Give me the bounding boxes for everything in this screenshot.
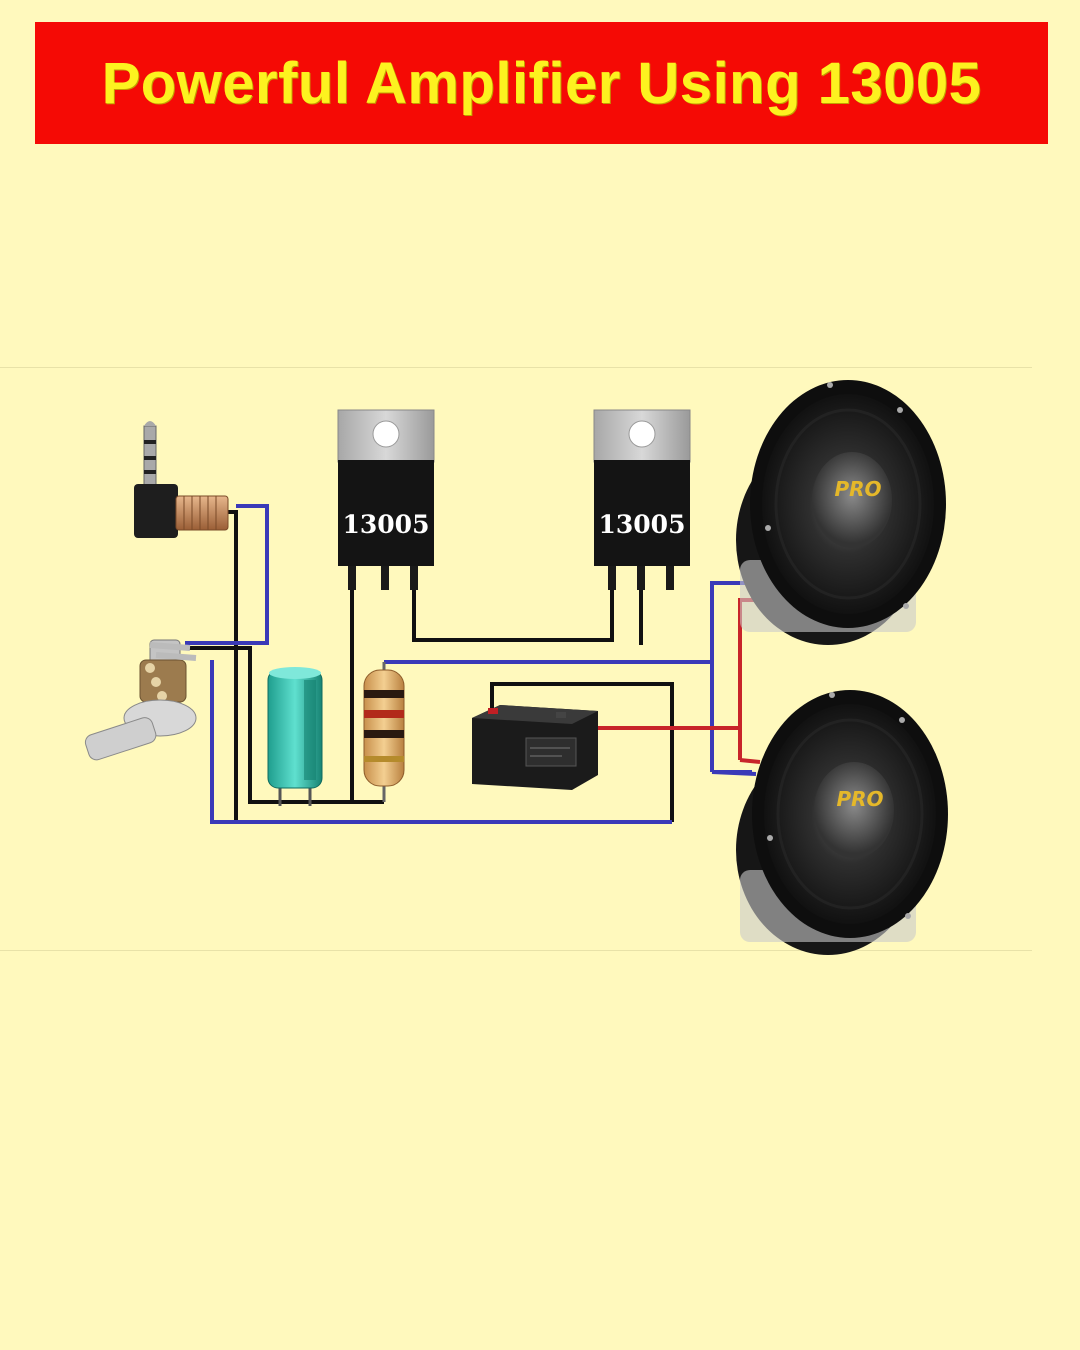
speaker-wire-ends: [711, 758, 761, 776]
battery: [472, 705, 598, 790]
page-title: Powerful Amplifier Using 13005: [101, 50, 982, 116]
speaker-2: PRO: [736, 690, 948, 955]
diagram-panel: [0, 367, 1032, 951]
speaker-1: PRO: [736, 380, 946, 645]
title-banner: Powerful Amplifier Using 13005: [35, 22, 1048, 144]
transistor-1-label: 13005: [343, 510, 430, 539]
resistor: [363, 662, 405, 802]
transistor-1: 13005: [337, 409, 435, 590]
transistor-2-label: 13005: [599, 510, 686, 539]
capacitor: [267, 667, 323, 806]
potentiometer: [84, 639, 197, 761]
black-wires: [185, 510, 674, 822]
speaker-2-badge: PRO: [836, 787, 883, 811]
audio-jack: [134, 421, 229, 538]
speaker-1-badge: PRO: [834, 477, 881, 501]
transistor-2: 13005: [593, 409, 691, 590]
